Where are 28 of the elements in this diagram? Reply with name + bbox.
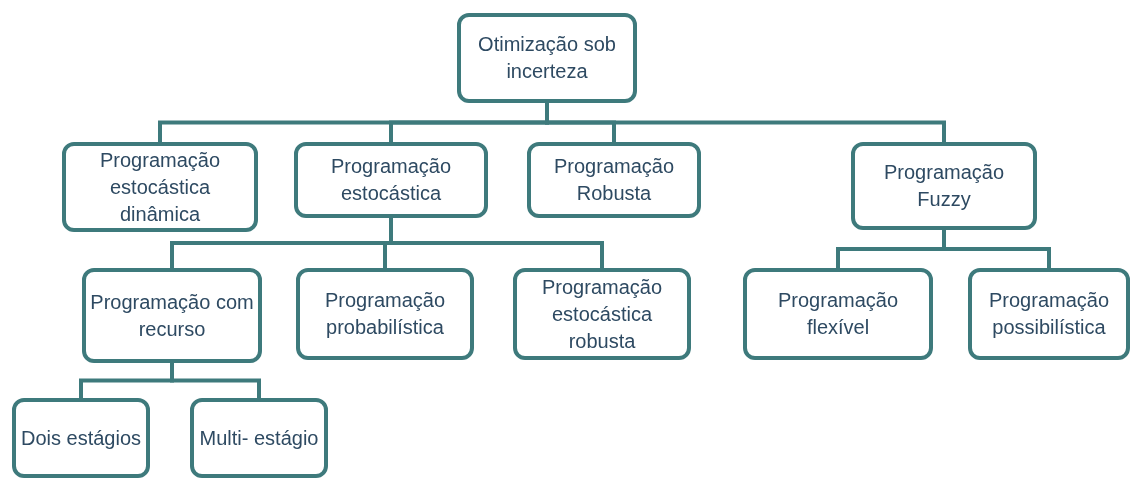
node-label: Programação possibilística — [987, 288, 1111, 340]
node-box — [851, 142, 1037, 230]
node-label: Otimização sob incerteza — [477, 32, 617, 84]
node-label: Programação flexível — [776, 288, 900, 340]
node-box — [968, 268, 1130, 360]
node-box — [513, 268, 691, 360]
node-label: Programação Robusta — [552, 154, 676, 206]
node-label: Programação com recurso — [90, 289, 254, 342]
connector-line — [389, 218, 604, 268]
node-box — [82, 268, 262, 363]
connector-line — [170, 363, 261, 398]
node-box — [62, 142, 258, 232]
node-box — [296, 268, 474, 360]
node-box — [294, 142, 488, 218]
node-label: Programação estocástica robusta — [540, 274, 664, 354]
node-box — [190, 398, 328, 478]
node-label: Programação estocástica — [329, 154, 453, 206]
connector-line — [942, 230, 1051, 268]
node-box — [527, 142, 701, 218]
node-box — [457, 13, 637, 103]
node-label: Multi- estágio — [199, 425, 319, 451]
node-box — [12, 398, 150, 478]
node-label: Programação estocástica dinâmica — [98, 147, 222, 227]
node-label: Dois estágios — [20, 425, 142, 451]
node-label: Programação probabilística — [323, 288, 447, 340]
connector-line — [545, 103, 946, 142]
node-label: Programação Fuzzy — [882, 160, 1006, 212]
node-box — [743, 268, 933, 360]
